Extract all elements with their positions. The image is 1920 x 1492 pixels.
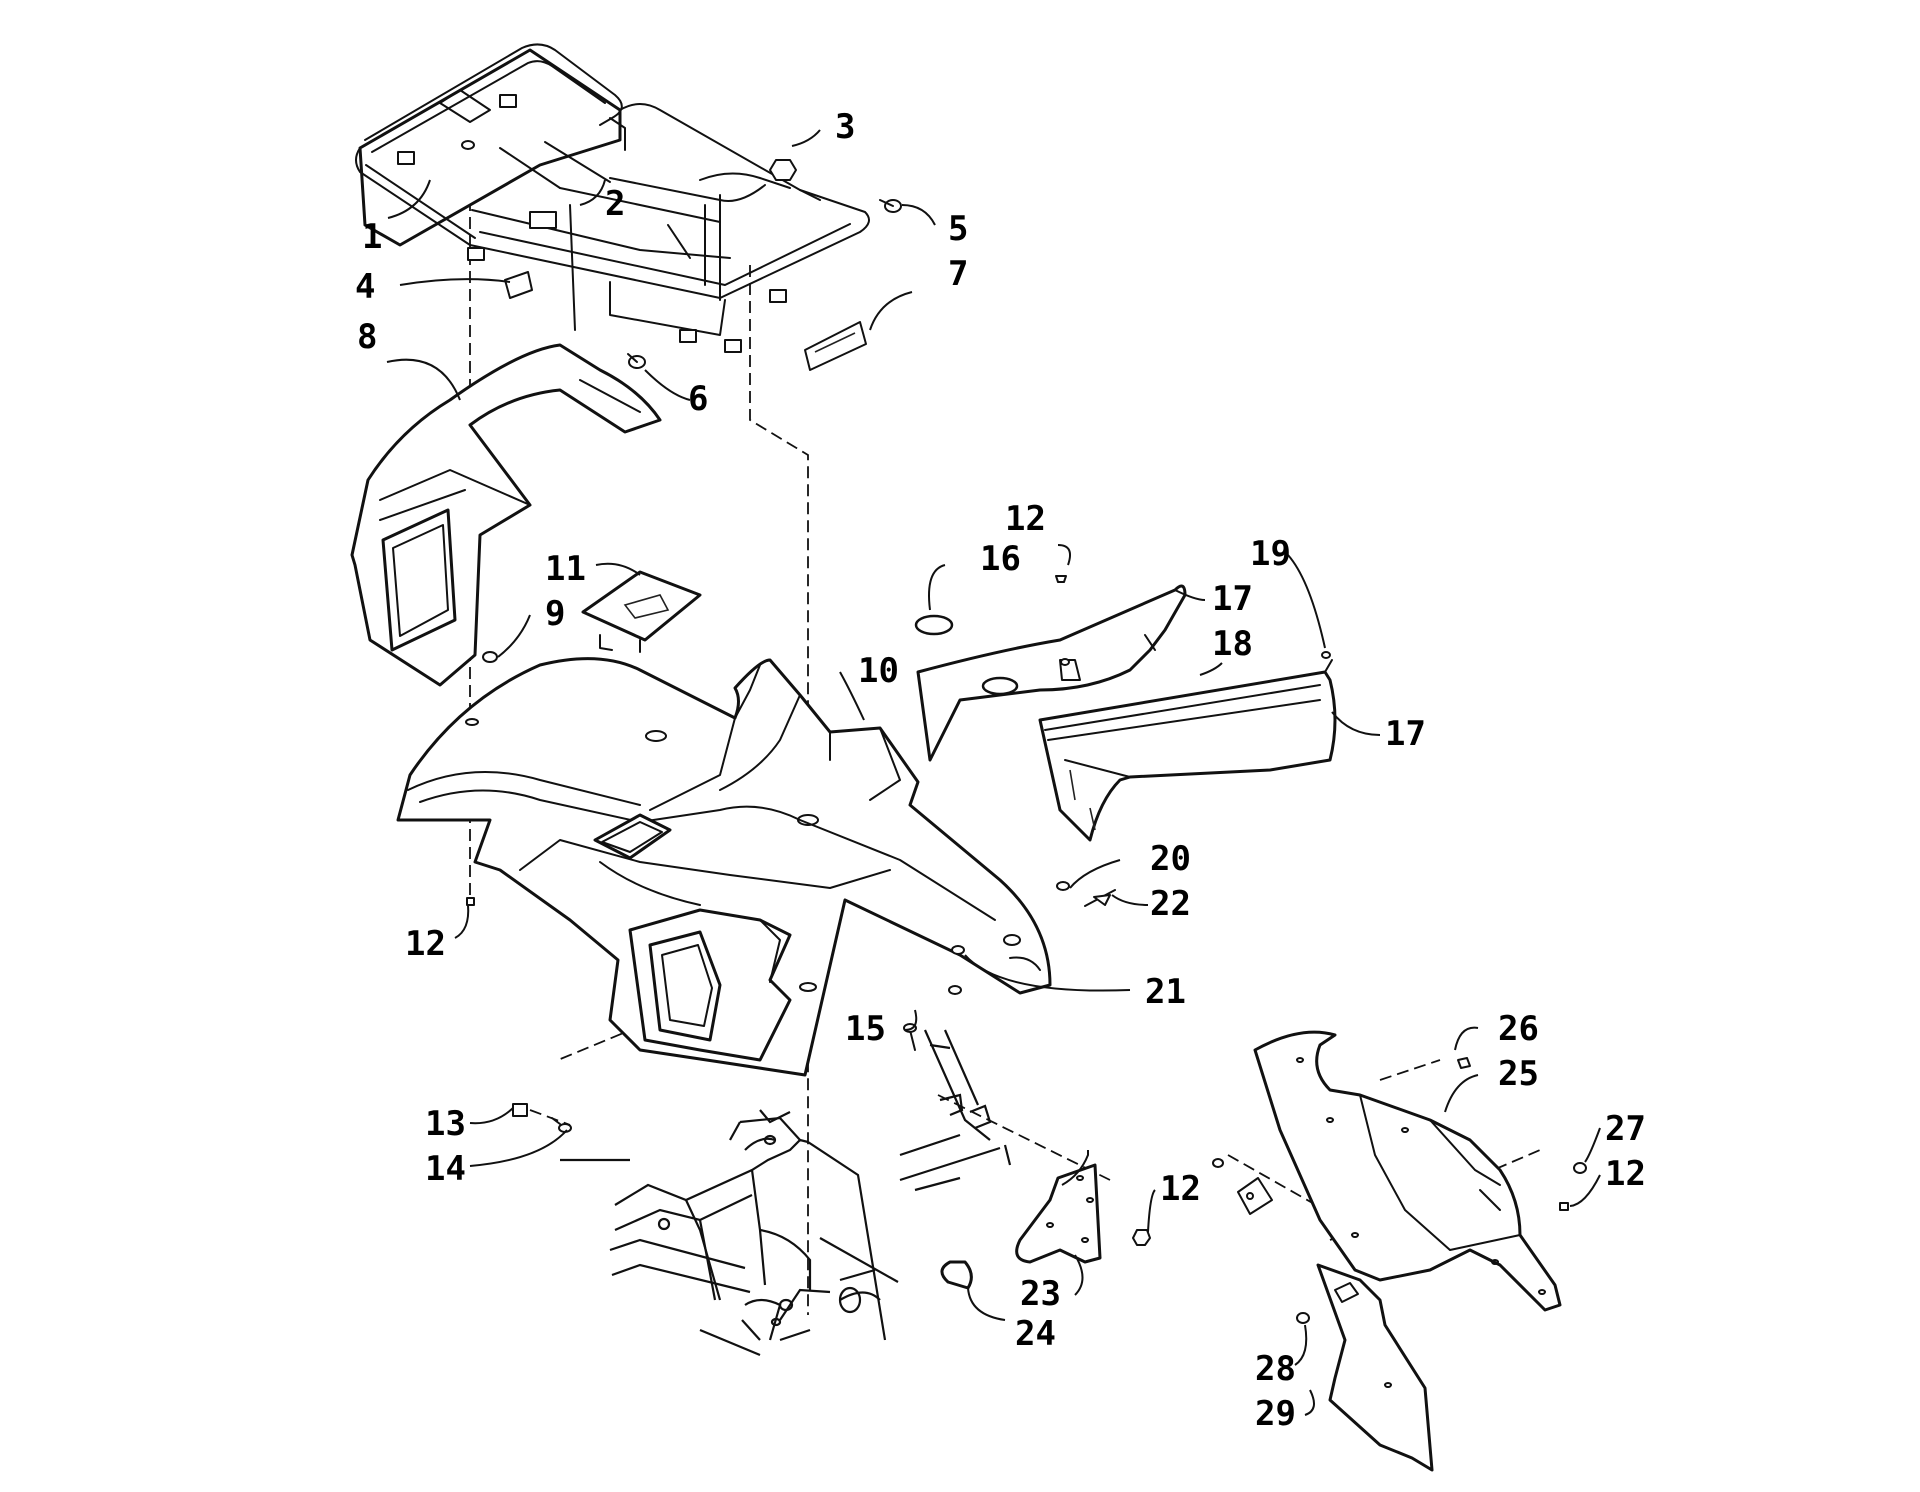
- side-panel-assembly: [914, 584, 1337, 842]
- reflector: [804, 321, 867, 371]
- leader-lines: [386, 129, 1601, 1416]
- callout-label: 15: [845, 1009, 886, 1049]
- callout-label: 17: [1385, 714, 1426, 754]
- callout-label: 10: [858, 651, 899, 691]
- callout-label: 23: [1020, 1274, 1061, 1314]
- callout-label: 16: [980, 539, 1021, 579]
- spring-clip: [940, 1260, 973, 1290]
- washer: [1296, 1312, 1310, 1324]
- fastener: [1055, 575, 1067, 583]
- heat-shield: [1316, 1263, 1434, 1472]
- callout-label: 9: [545, 594, 565, 634]
- washer: [1212, 1158, 1224, 1168]
- callout-label: 19: [1250, 534, 1291, 574]
- callout-label: 29: [1255, 1394, 1296, 1434]
- nut: [769, 159, 797, 181]
- callout-label: 2: [605, 184, 625, 224]
- small-plate: [1237, 1177, 1273, 1215]
- clip: [512, 1103, 528, 1117]
- callout-label: 21: [1145, 972, 1186, 1012]
- rear-rack: [355, 43, 870, 353]
- callout-label: 7: [948, 254, 968, 294]
- decal: [529, 211, 557, 229]
- callout-label: 12: [1160, 1169, 1201, 1209]
- bracket: [1015, 1163, 1102, 1264]
- callout-label: 4: [355, 267, 375, 307]
- callout-label: 17: [1212, 579, 1253, 619]
- nut: [1132, 1229, 1151, 1246]
- rack-bumper: [504, 271, 533, 299]
- callout-label: 1: [362, 217, 382, 257]
- frame-rails: [899, 1029, 1012, 1192]
- callout-label: 28: [1255, 1349, 1296, 1389]
- rear-fender-left: [350, 343, 662, 687]
- callout-label: 8: [357, 317, 377, 357]
- callout-label: 13: [425, 1104, 466, 1144]
- callout-label: 14: [425, 1149, 466, 1189]
- callout-label: 12: [1005, 499, 1046, 539]
- callout-label: 22: [1150, 884, 1191, 924]
- nut: [1457, 1057, 1471, 1069]
- fastener: [482, 651, 498, 663]
- splash-guard: [1253, 1030, 1562, 1312]
- callout-label: 27: [1605, 1109, 1646, 1149]
- fastener: [466, 897, 475, 906]
- callout-label: 6: [688, 379, 708, 419]
- washer: [951, 945, 965, 955]
- callout-label: 20: [1150, 839, 1191, 879]
- screw: [551, 1117, 572, 1133]
- washer: [1573, 1162, 1587, 1174]
- bolt: [879, 199, 902, 213]
- fastener: [1056, 881, 1070, 891]
- frame-section: [560, 1109, 899, 1357]
- rear-body: [396, 657, 1052, 1077]
- callout-label: 5: [948, 209, 968, 249]
- callout-label: 26: [1498, 1009, 1539, 1049]
- callout-label: 24: [1015, 1314, 1056, 1354]
- screw: [903, 1023, 917, 1051]
- callout-label: 3: [835, 107, 855, 147]
- fastener: [1559, 1202, 1569, 1211]
- callout-label: 18: [1212, 624, 1253, 664]
- callout-labels: 1 2 3 4 5 6 7 8 9 10 11 12 16 17 19 18 1…: [355, 107, 1646, 1434]
- callout-label: 11: [545, 549, 586, 589]
- access-cover: [581, 570, 702, 653]
- callout-label: 25: [1498, 1054, 1539, 1094]
- push-rivet: [1084, 889, 1116, 907]
- callout-label: 12: [405, 924, 446, 964]
- callout-label: 12: [1605, 1154, 1646, 1194]
- bolt: [627, 353, 646, 369]
